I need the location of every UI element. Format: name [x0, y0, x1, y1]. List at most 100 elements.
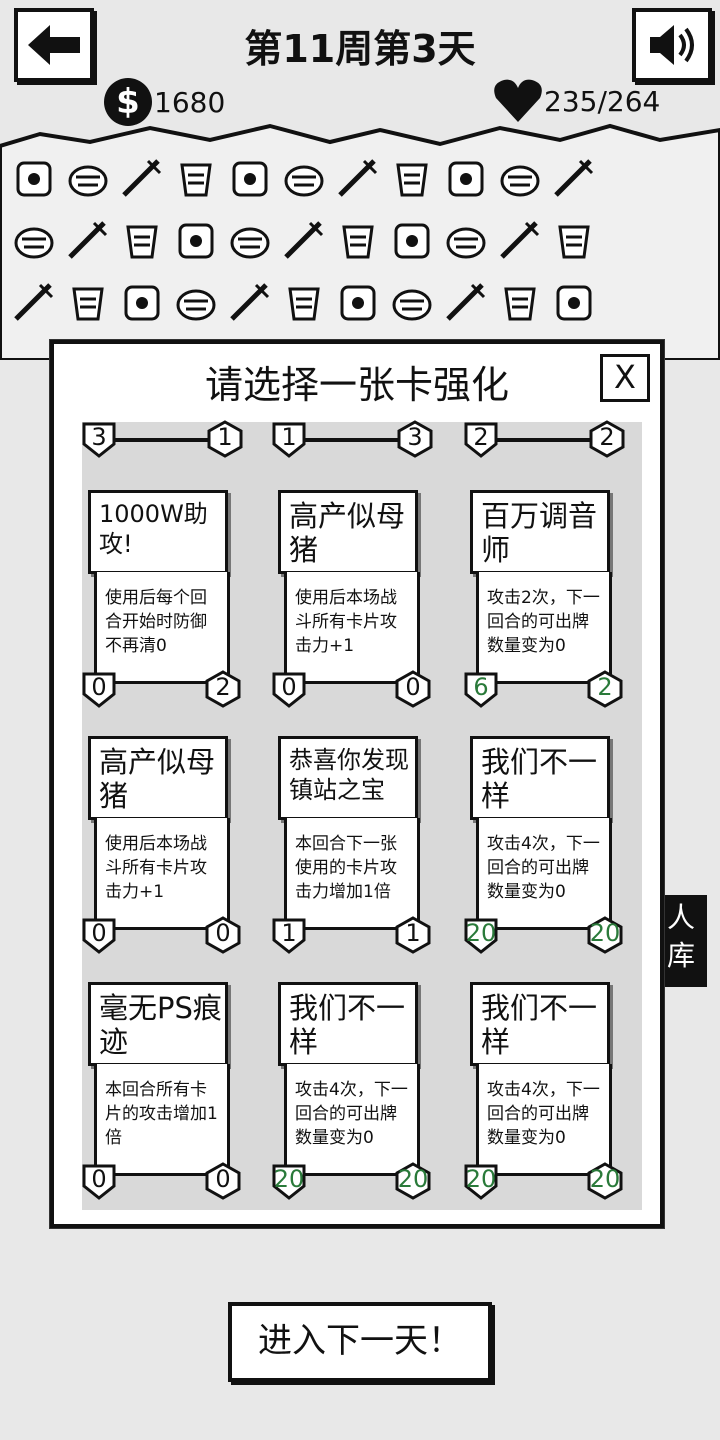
attack-badge: 6 [462, 670, 500, 708]
defense-badge: 2 [588, 420, 626, 458]
arrow-left-icon [28, 25, 80, 65]
card-description: 本回合下一张使用的卡片攻击力增加1倍 [284, 818, 420, 930]
dialog-title: 请选择一张卡强化 [204, 363, 509, 407]
defense-badge: 20 [394, 1162, 432, 1200]
card-description: 攻击4次，下一回合的可出牌数量变为0 [284, 1064, 420, 1176]
jar-icon [496, 217, 544, 265]
disc-icon [388, 155, 436, 203]
card-description: 使用后每个回合开始时防御不再清0 [94, 572, 230, 684]
card-name: 毫无PS痕迹 [88, 982, 228, 1066]
close-button[interactable]: X [600, 354, 650, 402]
bowl-icon [334, 155, 382, 203]
drone-icon [10, 279, 58, 327]
attack-badge: 2 [462, 420, 500, 458]
sound-button[interactable] [632, 8, 712, 82]
card-description: 使用后本场战斗所有卡片攻击力+1 [94, 818, 230, 930]
hat-icon [10, 155, 58, 203]
defense-badge: 0 [204, 1162, 242, 1200]
card-description: 攻击2次，下一回合的可出牌数量变为0 [476, 572, 612, 684]
health-value: 235/264 [544, 84, 661, 118]
speaker-icon [650, 25, 694, 65]
attack-badge: 20 [462, 1162, 500, 1200]
bag-icon [64, 155, 112, 203]
shirt-icon [280, 279, 328, 327]
machine-icon [442, 155, 490, 203]
card-description: 攻击4次，下一回合的可出牌数量变为0 [476, 818, 612, 930]
stat-divider [302, 438, 402, 442]
next-day-button[interactable]: 进入下一天！ [228, 1302, 492, 1382]
attack-badge: 0 [270, 670, 308, 708]
heart-icon [494, 79, 542, 122]
card-name: 1000W助攻! [88, 490, 228, 574]
horn-icon [550, 217, 598, 265]
attack-badge: 1 [270, 420, 308, 458]
blob-icon [388, 279, 436, 327]
pants-icon [118, 279, 166, 327]
stick-icon [550, 279, 598, 327]
card-name: 高产似母猪 [278, 490, 418, 574]
card-description: 攻击4次，下一回合的可出牌数量变为0 [476, 1064, 612, 1176]
defense-badge: 1 [206, 420, 244, 458]
bandage-icon [172, 279, 220, 327]
book-icon [226, 217, 274, 265]
defense-badge: 20 [586, 916, 624, 954]
back-button[interactable] [14, 8, 94, 82]
coin-icon: $ [104, 78, 152, 126]
defense-badge: 0 [204, 916, 242, 954]
attack-badge: 20 [462, 916, 500, 954]
defense-badge: 20 [586, 1162, 624, 1200]
attack-badge: 1 [270, 916, 308, 954]
attack-badge: 0 [80, 1162, 118, 1200]
hedgehog-icon [334, 279, 382, 327]
card-name: 恭喜你发现镇站之宝 [278, 736, 418, 820]
bike-icon [550, 155, 598, 203]
coat-icon [172, 217, 220, 265]
defense-badge: 2 [586, 670, 624, 708]
ticket-icon [118, 217, 166, 265]
card-name: 我们不一样 [470, 736, 610, 820]
blade-icon [388, 217, 436, 265]
ball-icon [442, 279, 490, 327]
item-grid [10, 155, 710, 341]
defense-badge: 2 [204, 670, 242, 708]
helmet-icon [172, 155, 220, 203]
attack-badge: 20 [270, 1162, 308, 1200]
armor-icon [64, 217, 112, 265]
creature-icon [496, 279, 544, 327]
card-name: 百万调音师 [470, 490, 610, 574]
tray-icon [442, 217, 490, 265]
page-title: 第11周第3天 [244, 27, 476, 71]
card-description: 使用后本场战斗所有卡片攻击力+1 [284, 572, 420, 684]
card-name: 高产似母猪 [88, 736, 228, 820]
coin-value: 1680 [154, 85, 226, 119]
attack-badge: 3 [80, 420, 118, 458]
ring-icon [226, 155, 274, 203]
knife-icon [10, 217, 58, 265]
spear-icon [334, 217, 382, 265]
health-counter: 235/264 [492, 78, 660, 124]
attack-badge: 0 [80, 916, 118, 954]
defense-badge: 0 [394, 670, 432, 708]
card-name: 我们不一样 [470, 982, 610, 1066]
defense-badge: 1 [394, 916, 432, 954]
coin-counter: $ 1680 [104, 78, 225, 126]
curtain-icon [64, 279, 112, 327]
card-name: 我们不一样 [278, 982, 418, 1066]
backpack-icon [118, 155, 166, 203]
defense-badge: 3 [396, 420, 434, 458]
fish-icon [280, 217, 328, 265]
card-description: 本回合所有卡片的攻击增加1倍 [94, 1064, 230, 1176]
attack-badge: 0 [80, 670, 118, 708]
